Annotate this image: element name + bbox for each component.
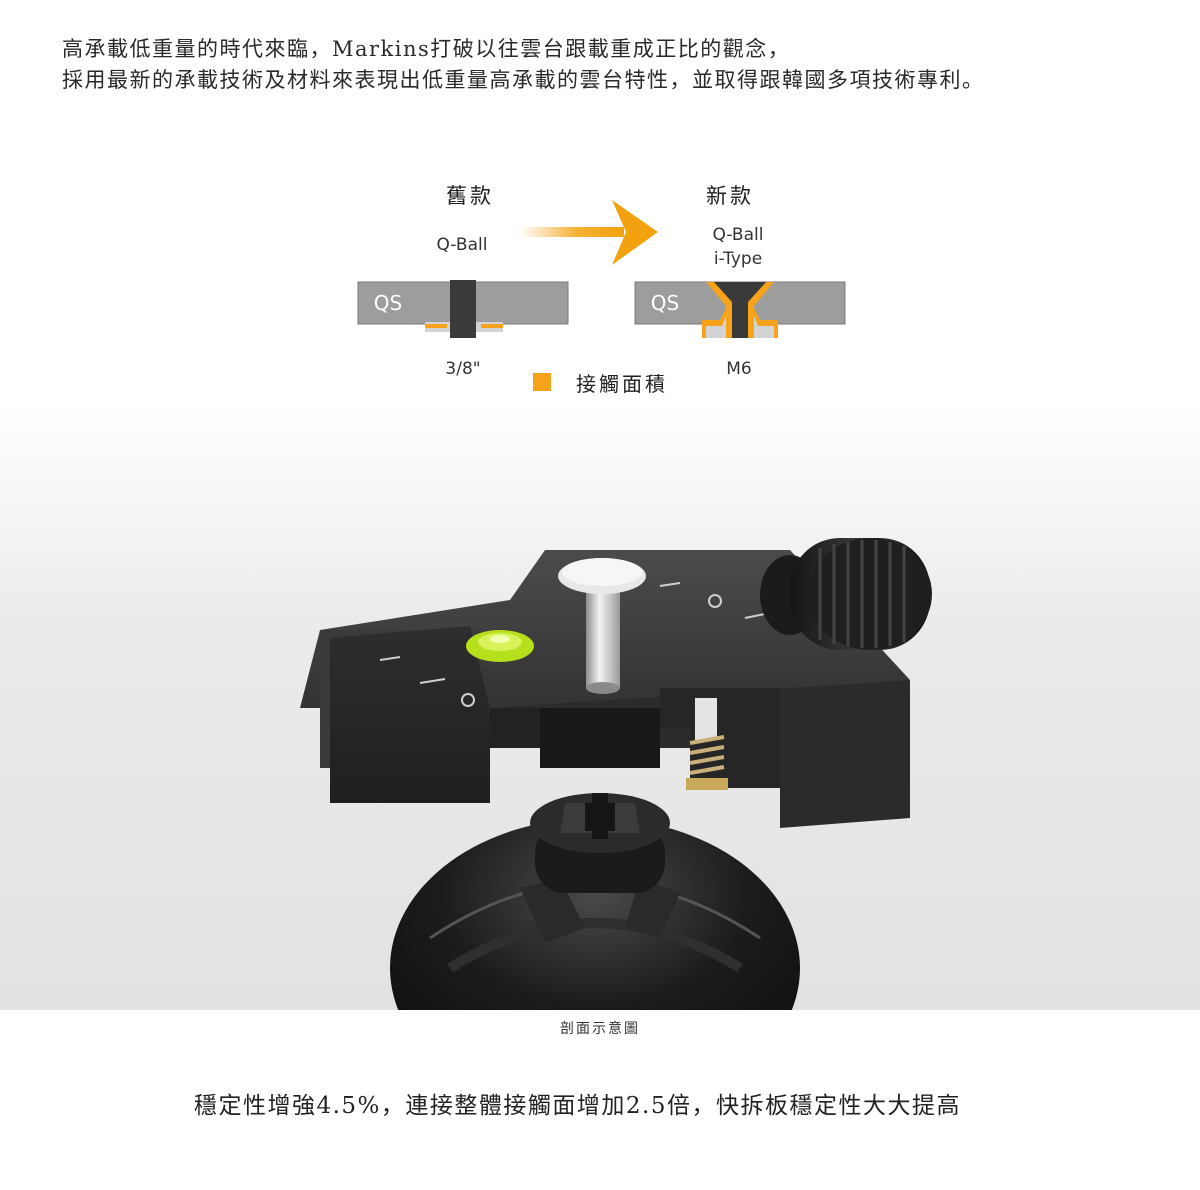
new-screw-size: M6 xyxy=(726,359,752,379)
new-model-title: 新款 xyxy=(706,184,754,208)
locking-pin-icon xyxy=(558,558,646,694)
old-screw-size: 3/8" xyxy=(445,359,481,379)
bubble-level-icon xyxy=(466,630,534,662)
photo-caption: 剖面示意圖 xyxy=(560,1021,640,1037)
ball-head-icon xyxy=(390,793,800,1010)
contact-area-legend-label: 接觸面積 xyxy=(576,372,668,396)
new-model-name-line-2: i-Type xyxy=(713,249,763,269)
new-design-section xyxy=(634,281,846,338)
old-model-title: 舊款 xyxy=(446,184,494,208)
summary-text: 穩定性增強4.5%，連接整體接觸面增加2.5倍，快拆板穩定性大大提高 xyxy=(193,1093,961,1119)
product-photo xyxy=(0,408,1200,1010)
old-design-section xyxy=(357,280,569,338)
quick-release-clamp-illustration xyxy=(300,538,932,1010)
intro-line-2: 採用最新的承載技術及材料來表現出低重量高承載的雲台特性，並取得跟韓國多項技術專利… xyxy=(62,68,985,92)
qs-label-right: QS xyxy=(650,291,680,315)
qs-label-left: QS xyxy=(373,291,403,315)
contact-area-legend-swatch xyxy=(533,373,551,391)
transition-arrow-icon xyxy=(520,200,658,265)
cross-section-graphic xyxy=(357,200,846,338)
intro-text: 高承載低重量的時代來臨，Markins打破以往雲台跟載重成正比的觀念， 採用最新… xyxy=(62,34,1162,96)
spring-icon xyxy=(686,698,728,790)
old-model-name: Q-Ball xyxy=(436,235,488,255)
intro-line-1: 高承載低重量的時代來臨，Markins打破以往雲台跟載重成正比的觀念， xyxy=(62,37,791,61)
clamp-knob-icon xyxy=(760,538,932,650)
comparison-diagram: 舊款 新款 Q-Ball Q-Ball i-Type xyxy=(340,170,860,400)
new-model-name-line-1: Q-Ball xyxy=(712,225,764,245)
